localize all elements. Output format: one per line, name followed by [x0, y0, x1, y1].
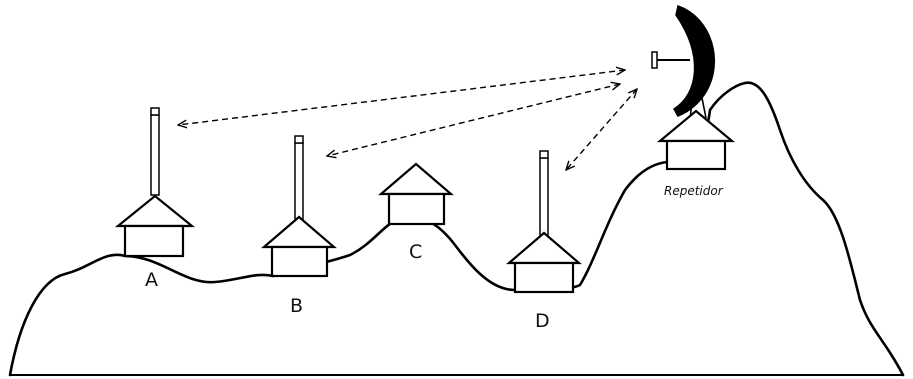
house-b [261, 135, 337, 278]
house-b-roof [261, 215, 337, 249]
link-repetidor-d [566, 89, 637, 170]
house-c-body [387, 192, 446, 226]
antenna-b [294, 142, 304, 221]
link-repetidor-b [327, 84, 620, 156]
house-a [114, 107, 196, 258]
repeater-station [651, 5, 736, 171]
dish-feed-horn [651, 51, 658, 69]
house-a-body [123, 224, 185, 258]
antenna-a [150, 114, 160, 196]
house-d-body [513, 261, 575, 294]
antenna-d [539, 157, 549, 239]
house-d-roof [506, 231, 582, 265]
link-repetidor-a [178, 70, 625, 125]
label-house-d: D [535, 310, 550, 332]
house-c [378, 162, 454, 226]
antenna-b-tip [294, 135, 304, 144]
label-repeater: Repetidor [664, 184, 724, 198]
house-d [506, 150, 582, 294]
label-house-c: C [409, 241, 422, 263]
house-c-roof [378, 162, 454, 196]
satellite-dish [672, 5, 715, 117]
label-house-a: A [145, 269, 158, 291]
antenna-a-tip [150, 107, 160, 116]
repeater-body [665, 139, 727, 171]
house-a-roof [114, 194, 196, 228]
antenna-d-tip [539, 150, 549, 159]
label-house-b: B [290, 295, 303, 317]
house-b-body [270, 245, 329, 278]
repeater-roof [656, 109, 736, 143]
